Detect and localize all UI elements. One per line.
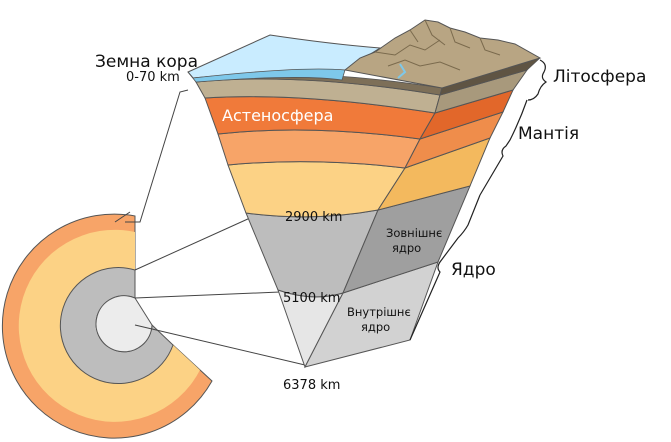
mountain-ridges xyxy=(374,19,501,71)
mini-inner-core xyxy=(95,295,153,353)
ocean-water xyxy=(187,68,346,83)
connector-crust-tick xyxy=(114,211,131,223)
connector-center xyxy=(134,324,306,366)
label-depth-2900: 2900 km xyxy=(285,210,342,225)
right-braces xyxy=(409,59,548,341)
label-inner-core-1: Внутрішнє xyxy=(347,305,411,319)
brace-lithosphere xyxy=(527,59,548,101)
label-inner-core-2: ядро xyxy=(361,320,390,334)
wedge-front-face xyxy=(192,73,443,369)
connector-core-top xyxy=(134,217,251,271)
label-asthenosphere: Астеносфера xyxy=(222,106,333,125)
mountain-terrain xyxy=(343,19,542,89)
label-crust-depth: 0-70 km xyxy=(126,70,180,85)
brace-core xyxy=(409,194,481,341)
label-lithosphere: Літосфера xyxy=(553,67,646,87)
label-outer-core-2: ядро xyxy=(392,241,421,255)
mini-mantle-inner-band xyxy=(18,229,200,422)
label-core: Ядро xyxy=(451,260,496,280)
label-mantle: Мантія xyxy=(518,124,579,144)
connector-crust xyxy=(125,89,189,223)
connector-inner-core xyxy=(134,291,281,299)
surface xyxy=(187,19,542,89)
river xyxy=(397,63,407,79)
label-depth-5100: 5100 km xyxy=(283,291,340,306)
connector-lines xyxy=(114,89,306,366)
label-depth-6378: 6378 km xyxy=(283,378,340,393)
label-outer-core-1: Зовнішнє xyxy=(386,226,442,240)
label-crust: Земна кора xyxy=(95,52,198,72)
earth-cross-section-mini xyxy=(1,213,213,439)
wedge-side-face xyxy=(304,57,541,368)
brace-mantle xyxy=(479,99,528,196)
